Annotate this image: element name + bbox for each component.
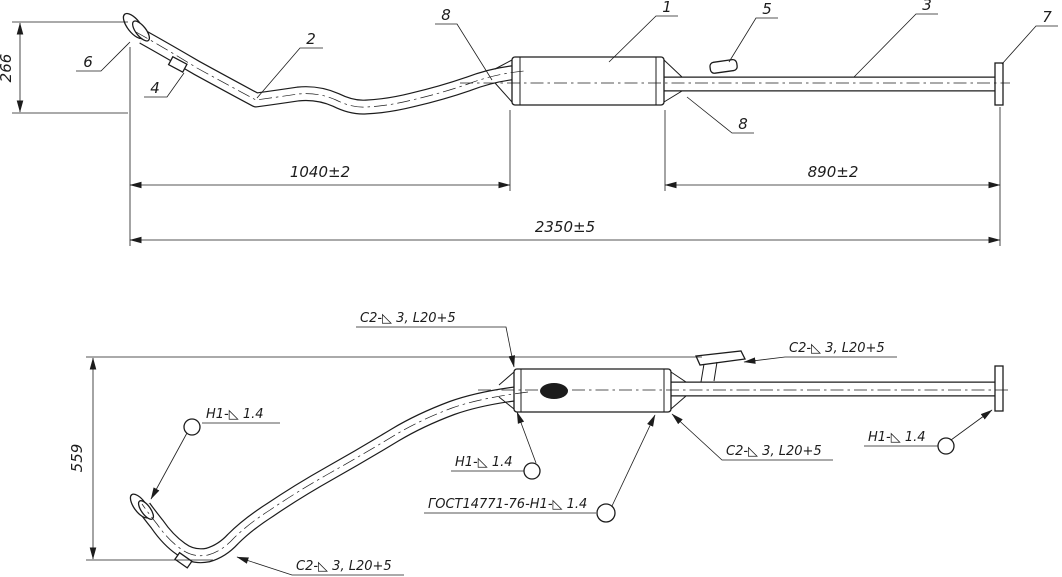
weld-flange-left-balloon: [183, 418, 201, 436]
weld-gost-balloon: [596, 503, 616, 523]
weld-flange-right-leader: [950, 409, 993, 441]
front-pipe-fill-plan: [138, 386, 523, 563]
part-callouts: 6 4 2 8 1 5 3 7 8: [76, 0, 1058, 134]
weld-bottom-bend-leader: [236, 556, 404, 576]
callout-8-left: 8: [441, 6, 451, 24]
outlet-cone: [663, 59, 683, 103]
weld-flange-left-leader: [150, 432, 188, 500]
callout-6-leader: [76, 41, 131, 72]
weld-outlet-seam-leader: [671, 413, 833, 461]
pipe-bracket: [167, 55, 188, 74]
extension-lines: [12, 21, 1001, 246]
weld-callouts: C2-◺ 3, L20+5 C2-◺ 3, L20+5 H1-◺ 1.4 H1-…: [150, 311, 993, 576]
inlet-cone-plan: [498, 371, 515, 410]
hanger-clamp: [709, 58, 738, 74]
weld-flange-left: H1-◺ 1.4: [206, 407, 264, 422]
weld-gost-note: ГОСТ14771-76-Н1-◺ 1.4: [428, 497, 587, 512]
inlet-flange-inner: [131, 20, 151, 42]
callout-4: 4: [150, 79, 160, 97]
callout-7: 7: [1042, 8, 1052, 26]
rear-flange: [994, 62, 1004, 106]
rear-flange-plan: [994, 365, 1004, 412]
weld-inlet-seam-leader: [356, 326, 515, 368]
callout-6: 6: [83, 53, 93, 71]
dim-text-2350: 2350±5: [535, 218, 595, 236]
callout-3-leader: [853, 13, 938, 78]
front-pipe-fill: [139, 31, 521, 114]
weld-flange-right: H1-◺ 1.4: [868, 430, 926, 445]
callout-1-leader: [608, 15, 678, 63]
weld-outlet-seam: C2-◺ 3, L20+5: [726, 444, 822, 459]
weld-bottom-bend: C2-◺ 3, L20+5: [296, 559, 392, 574]
callout-8-right: 8: [738, 115, 748, 133]
weld-inlet-seam: C2-◺ 3, L20+5: [360, 311, 456, 326]
inlet-flange-inner-plan: [137, 500, 155, 520]
dim-text-890: 890±2: [808, 163, 859, 181]
weld-bracket-seam-leader: [743, 356, 897, 364]
callout-8-right-leader: [686, 96, 754, 134]
plan-view: 559 C2-◺ 3, L20+5 C2-◺ 3, L20+5 H1-◺ 1.4…: [68, 311, 1010, 576]
plan-view-dimensions: 559: [68, 356, 702, 561]
front-pipe-centerline-plan: [141, 391, 529, 557]
callout-7-leader: [1001, 25, 1058, 65]
callout-1: 1: [662, 0, 672, 16]
callout-8-left-leader: [435, 23, 493, 81]
front-pipe-centerline: [135, 31, 525, 108]
inlet-cone: [494, 59, 513, 103]
hanger-bracket: [695, 350, 746, 366]
muffler-body: [511, 56, 665, 106]
side-view: 266 1040±2 890±2 2350±5 6 4 2 8 1 5 3 7 …: [0, 0, 1058, 246]
weld-bracket-seam: C2-◺ 3, L20+5: [789, 341, 885, 356]
weld-gost-leader: [611, 414, 656, 507]
weld-mid-leader: [516, 411, 537, 464]
dim-text-1040: 1040±2: [290, 163, 350, 181]
callout-2: 2: [306, 30, 316, 48]
dim-text-559: 559: [68, 444, 86, 473]
weld-mid: H1-◺ 1.4: [455, 455, 513, 470]
callout-5-leader: [728, 17, 778, 63]
muffler-inlet-hole: [540, 383, 568, 399]
callout-2-leader: [256, 47, 323, 99]
outlet-cone-plan: [670, 371, 687, 410]
weld-flange-right-balloon: [937, 437, 955, 455]
callout-5: 5: [762, 0, 772, 18]
extension-lines-559: [86, 356, 702, 561]
muffler-body-plan: [513, 368, 672, 413]
dim-text-266: 266: [0, 54, 15, 83]
weld-mid-balloon: [523, 462, 541, 480]
hanger-bracket-legs: [700, 361, 718, 383]
callout-4-leader: [144, 72, 185, 98]
side-view-dimensions: 266 1040±2 890±2 2350±5: [0, 21, 1001, 246]
callout-3: 3: [922, 0, 932, 14]
